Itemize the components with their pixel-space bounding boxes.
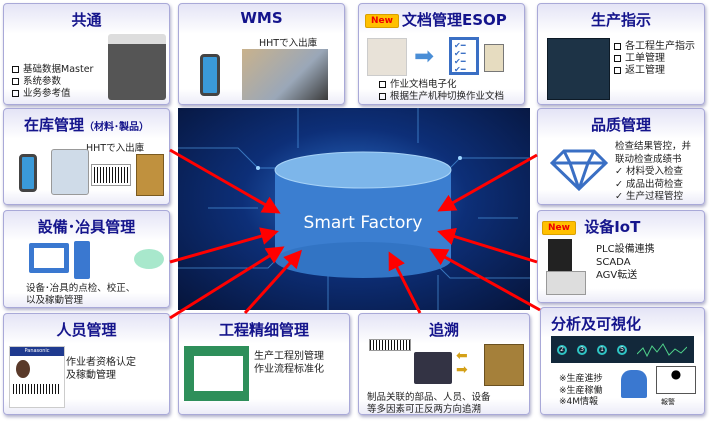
card-common[interactable]: 共通 基础数据Master 系统参数 业务参考值: [3, 3, 170, 105]
trend-chart: [637, 342, 687, 357]
list-item: 业务参考值: [23, 88, 71, 99]
checklist-icon: ✔━✔━✔━✔━: [449, 37, 479, 75]
list-item: 系统参数: [23, 76, 62, 87]
card-title: 分析及可視化: [551, 315, 642, 333]
card-production-instruction[interactable]: 生产指示 各工程生产指示 工单管理 返工管理: [537, 3, 705, 105]
alert-envelope-icon: ●: [656, 366, 696, 394]
barcode-label-icon: [369, 339, 411, 351]
description: 以及稼動管理: [26, 295, 84, 306]
card-title: 工程精细管理: [218, 321, 309, 339]
computer-icon: [29, 243, 69, 273]
list-item: 根据生产机种切换作业文档: [390, 91, 505, 102]
production-line-icon: [184, 346, 249, 401]
card-title: 生产指示: [590, 11, 651, 29]
machine-icon: [414, 352, 452, 384]
badge-brand: Panasonic: [10, 347, 64, 356]
description: 等多因素可正反两方向追溯: [367, 404, 482, 415]
caption: HHTで入出庫: [259, 38, 318, 49]
check-item: 成品出荷检查: [625, 178, 683, 190]
list-item: ※生産進捗: [559, 374, 603, 384]
new-badge: New: [365, 13, 399, 28]
card-inventory[interactable]: 在库管理（材料･製品） HHTで入出庫: [3, 108, 170, 205]
circuit-background: [178, 108, 530, 310]
list-item: 各工程生产指示: [625, 41, 695, 52]
card-title: 設備･冶具管理: [37, 218, 136, 236]
handheld-terminal-icon: [200, 54, 220, 96]
server-icon: [484, 44, 504, 72]
list-item: 基础数据Master: [23, 64, 94, 75]
list-item: PLC設備連携: [596, 244, 655, 255]
card-equipment-iot[interactable]: New 设备IoT PLC設備連携 SCADA AGV転送: [537, 210, 705, 303]
card-title: 设备IoT: [584, 218, 641, 236]
dashboard-screenshot: [547, 38, 610, 100]
card-title: 共通: [71, 11, 102, 29]
kpi-value: 2: [557, 344, 567, 355]
check-item: 材料受入检查: [625, 166, 683, 177]
barcode-label-icon: [91, 164, 131, 186]
warehouse-photo: [242, 49, 328, 100]
description: 作业者资格认定: [66, 357, 136, 368]
card-title: 在库管理: [23, 116, 84, 134]
card-traceability[interactable]: 追溯 ⬅➡ 制品关联的部品、人员、设备 等多因素可正反两方向追溯: [358, 313, 530, 415]
list-item: 作业文档电子化: [390, 79, 457, 90]
documents-icon: [367, 38, 407, 76]
bidirectional-arrow-icon: ⬅➡: [456, 348, 468, 378]
description: 设备･冶具的点检、校正、: [26, 283, 136, 294]
label-printer-icon: [51, 149, 89, 195]
list-item: AGV転送: [596, 270, 638, 281]
computer-tower-icon: [74, 241, 90, 279]
plc-module-icon: [546, 271, 586, 295]
description: 及稼動管理: [66, 370, 116, 381]
card-subtitle: （材料･製品）: [84, 122, 149, 133]
list-item: 工单管理: [625, 53, 665, 64]
card-analytics-visualization[interactable]: 分析及可視化 2 3 1 5 ※生産進捗 ※生産稼働 ※4M情報 ● 報警: [540, 307, 705, 415]
arrow-right-icon: ➡: [414, 42, 435, 70]
kpi-value: 3: [577, 344, 587, 355]
card-wms[interactable]: WMS HHTで入出庫: [178, 3, 345, 105]
id-badge-icon: Panasonic: [9, 346, 65, 408]
check-item: 生产过程管控: [625, 191, 683, 202]
list-item: ※生産稼働: [559, 385, 603, 396]
card-title: 文档管理ESOP: [401, 11, 507, 29]
laptop-icon: [108, 34, 166, 100]
description: 制品关联的部品、人员、设备: [367, 392, 491, 403]
smart-factory-label: Smart Factory: [303, 213, 423, 233]
description: 检查结果管控，并: [615, 141, 692, 152]
diamond-icon: [550, 149, 608, 191]
description: 联动检查成绩书: [615, 153, 682, 165]
card-title: 品质管理: [590, 116, 651, 134]
card-quality[interactable]: 品质管理 检查结果管控，并 联动检查成绩书 ✓ 材料受入检查 ✓ 成品出荷检查 …: [537, 108, 705, 205]
dashboard-strip: 2 3 1 5: [551, 336, 694, 363]
card-title: 人员管理: [56, 321, 117, 339]
cardboard-box-icon: [136, 154, 164, 196]
parts-boxes-icon: [484, 344, 524, 386]
operator-at-computer-icon: [621, 370, 647, 398]
handheld-terminal-icon: [19, 154, 37, 192]
list-item: SCADA: [596, 257, 631, 268]
barcode-scanner-icon: [134, 249, 164, 269]
list-item: ※4M情報: [559, 397, 599, 407]
kpi-value: 5: [617, 344, 627, 355]
card-personnel[interactable]: 人员管理 Panasonic 作业者资格认定 及稼動管理: [3, 313, 170, 415]
new-badge: New: [542, 220, 576, 235]
card-equipment-jig[interactable]: 設備･冶具管理 设备･冶具的点检、校正、 以及稼動管理: [3, 210, 170, 308]
card-process-management[interactable]: 工程精细管理 生产工程別管理 作业流程标准化: [178, 313, 350, 415]
description: 生产工程別管理: [254, 351, 324, 362]
description: 作业流程标准化: [254, 364, 324, 375]
caption: HHTで入出庫: [86, 143, 145, 154]
smart-factory-hub: Smart Factory: [178, 108, 530, 310]
card-title: 追溯: [428, 321, 459, 339]
card-title: WMS: [240, 9, 283, 27]
plc-device-icon: [548, 239, 572, 271]
report-label: 報警: [661, 398, 675, 406]
list-item: 返工管理: [625, 65, 665, 76]
kpi-value: 1: [597, 344, 607, 355]
